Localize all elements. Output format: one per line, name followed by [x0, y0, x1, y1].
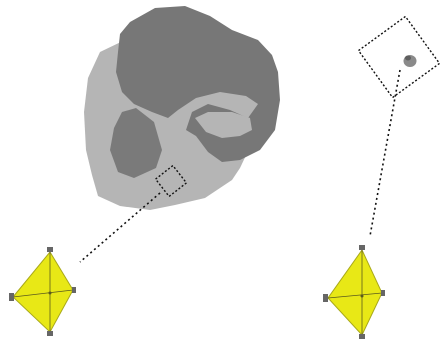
left-camera-handle-left	[9, 293, 14, 301]
small-object-highlight	[405, 56, 411, 61]
left-camera-handle-bottom	[47, 331, 53, 336]
right-camera-handle-bottom	[359, 334, 365, 339]
left-camera-handle-right	[72, 287, 76, 293]
left-camera-center	[49, 292, 52, 295]
small-object	[404, 55, 417, 67]
right-camera-center	[361, 295, 364, 298]
left-camera-handle-top	[47, 247, 53, 252]
right-camera-handle-left	[323, 294, 328, 302]
right-camera-handle-right	[381, 290, 385, 296]
right-camera-handle-top	[359, 245, 365, 250]
